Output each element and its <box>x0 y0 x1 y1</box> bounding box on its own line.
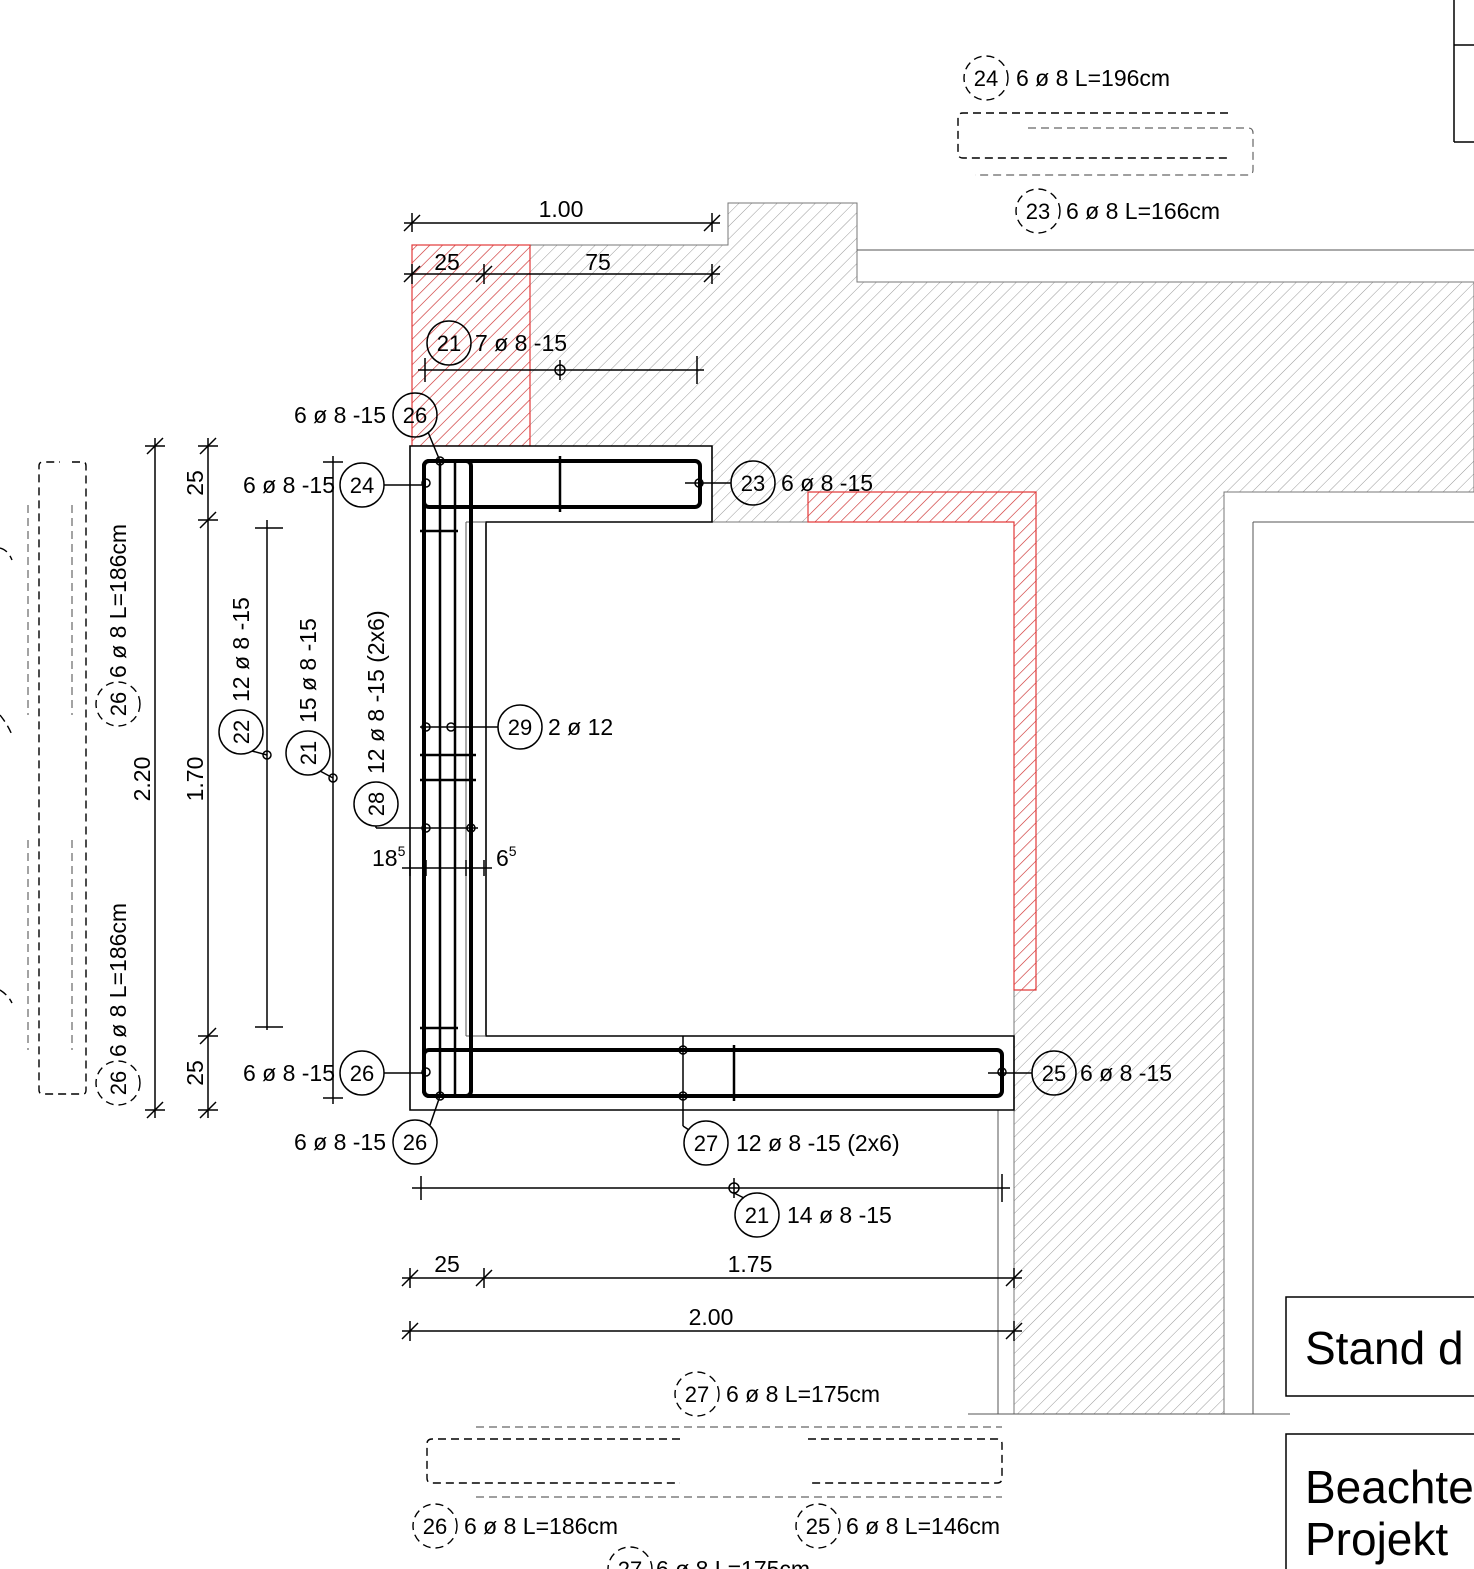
svg-text:6 ø 8 -15: 6 ø 8 -15 <box>243 1060 335 1086</box>
svg-text:12 ø 8 -15 (2x6): 12 ø 8 -15 (2x6) <box>736 1130 900 1156</box>
dimension-lines <box>145 213 1023 1341</box>
schedule-26-c: 26 6 ø 8 L=186cm <box>412 1503 618 1549</box>
dim-left-mid: 1.70 <box>182 757 208 802</box>
existing-concrete-hatch <box>411 202 1474 1415</box>
svg-text:21: 21 <box>437 331 461 356</box>
svg-text:2 ø 12: 2 ø 12 <box>548 714 613 740</box>
dim-left-bottom: 25 <box>182 1060 208 1086</box>
svg-text:26: 26 <box>423 1514 447 1539</box>
svg-text:Beachte: Beachte <box>1305 1461 1474 1513</box>
svg-text:25: 25 <box>806 1514 830 1539</box>
svg-text:6 ø 8 L=186cm: 6 ø 8 L=186cm <box>464 1513 618 1539</box>
bar-mark-26-top: 26 6 ø 8 -15 <box>294 392 441 462</box>
svg-text:24: 24 <box>974 66 998 91</box>
svg-text:29: 29 <box>508 715 532 740</box>
svg-text:23: 23 <box>1026 199 1050 224</box>
svg-text:25: 25 <box>1042 1061 1066 1086</box>
bar-mark-21-bottom: 21 14 ø 8 -15 <box>733 1192 892 1238</box>
svg-text:6 ø 8 L=146cm: 6 ø 8 L=146cm <box>846 1513 1000 1539</box>
schedule-25: 25 6 ø 8 L=146cm <box>795 1503 1000 1549</box>
bar-mark-29: 29 2 ø 12 <box>420 704 613 750</box>
svg-text:23: 23 <box>741 471 765 496</box>
dim-left-total: 2.20 <box>129 757 155 802</box>
title-block-fragment <box>1453 0 1474 143</box>
svg-text:6 ø 8 L=175cm: 6 ø 8 L=175cm <box>656 1556 810 1569</box>
svg-text:6 ø 8 -15: 6 ø 8 -15 <box>294 402 386 428</box>
svg-text:14 ø 8 -15: 14 ø 8 -15 <box>787 1202 892 1228</box>
schedule-24: 24 6 ø 8 L=196cm <box>957 55 1254 176</box>
bar-mark-23: 23 6 ø 8 -15 <box>685 460 873 506</box>
bar-mark-21-top: 21 7 ø 8 -15 <box>426 320 567 366</box>
note-box-beachte: Beachte Projekt <box>1285 1433 1474 1569</box>
red-hatch-right <box>807 491 1037 991</box>
svg-text:6 ø 8 -15: 6 ø 8 -15 <box>1080 1060 1172 1086</box>
bar-mark-22: 22 12 ø 8 -15 <box>218 597 268 756</box>
svg-text:12 ø 8 -15: 12 ø 8 -15 <box>228 597 254 702</box>
svg-text:Stand d: Stand d <box>1305 1322 1464 1374</box>
svg-text:12 ø 8 -15 (2x6): 12 ø 8 -15 (2x6) <box>363 610 389 774</box>
svg-text:27: 27 <box>694 1131 718 1156</box>
svg-text:27: 27 <box>685 1382 709 1407</box>
svg-text:6 ø 8 L=186cm: 6 ø 8 L=186cm <box>105 524 131 678</box>
schedule-26-b: 26 6 ø 8 L=186cm <box>95 903 141 1106</box>
schedule-26-a: 26 6 ø 8 L=186cm <box>95 524 141 727</box>
dim-top-right: 75 <box>585 249 611 275</box>
svg-text:26: 26 <box>403 1130 427 1155</box>
dim-left-top: 25 <box>182 470 208 496</box>
schedule-shapes-left <box>0 461 87 1095</box>
svg-text:26: 26 <box>106 692 131 716</box>
reinforcement-bars <box>420 456 1007 1101</box>
svg-text:6 ø 8 -15: 6 ø 8 -15 <box>243 472 335 498</box>
svg-text:21: 21 <box>745 1203 769 1228</box>
new-concrete-section <box>409 445 1015 1111</box>
dim-cover-right: 65 <box>496 843 517 871</box>
svg-text:21: 21 <box>296 741 321 765</box>
svg-text:6 ø 8 -15: 6 ø 8 -15 <box>294 1129 386 1155</box>
svg-text:6 ø 8 L=175cm: 6 ø 8 L=175cm <box>726 1381 880 1407</box>
bar-mark-24: 24 6 ø 8 -15 <box>243 462 426 508</box>
dim-cover-left: 185 <box>372 843 406 871</box>
svg-text:24: 24 <box>350 473 374 498</box>
bar-mark-27: 27 12 ø 8 -15 (2x6) <box>682 1036 900 1166</box>
schedule-23: 23 6 ø 8 L=166cm <box>1015 188 1220 234</box>
svg-text:27: 27 <box>618 1557 642 1569</box>
svg-text:22: 22 <box>229 720 254 744</box>
schedule-27: 27 6 ø 8 L=175cm <box>426 1371 1003 1498</box>
dim-top-total: 1.00 <box>539 196 584 222</box>
bar-mark-21-left: 21 15 ø 8 -15 <box>285 618 334 779</box>
dim-bottom-mid: 1.75 <box>728 1251 773 1277</box>
bar-mark-26-left: 26 6 ø 8 -15 <box>243 1050 426 1096</box>
bar-wall-vertical <box>422 459 473 1098</box>
svg-text:15 ø 8 -15: 15 ø 8 -15 <box>295 618 321 723</box>
svg-text:7 ø 8 -15: 7 ø 8 -15 <box>475 330 567 356</box>
svg-text:28: 28 <box>364 792 389 816</box>
svg-text:6 ø 8 L=196cm: 6 ø 8 L=196cm <box>1016 65 1170 91</box>
svg-text:Projekt: Projekt <box>1305 1513 1448 1565</box>
schedule-27-b: 27 6 ø 8 L=175cm <box>607 1546 810 1569</box>
dim-bottom-left: 25 <box>434 1251 460 1277</box>
svg-text:6 ø 8 -15: 6 ø 8 -15 <box>781 470 873 496</box>
dim-top-left: 25 <box>434 249 460 275</box>
svg-text:26: 26 <box>106 1071 131 1095</box>
svg-text:26: 26 <box>350 1061 374 1086</box>
bar-mark-26-bottom: 26 6 ø 8 -15 <box>294 1095 441 1165</box>
bar-mark-25: 25 6 ø 8 -15 <box>988 1050 1172 1096</box>
dim-bottom-total: 2.00 <box>689 1304 734 1330</box>
bar-mark-28: 28 12 ø 8 -15 (2x6) <box>353 610 478 829</box>
svg-text:26: 26 <box>403 403 427 428</box>
svg-text:6 ø 8 L=186cm: 6 ø 8 L=186cm <box>105 903 131 1057</box>
note-box-stand: Stand d <box>1285 1296 1474 1397</box>
svg-text:6 ø 8 L=166cm: 6 ø 8 L=166cm <box>1066 198 1220 224</box>
